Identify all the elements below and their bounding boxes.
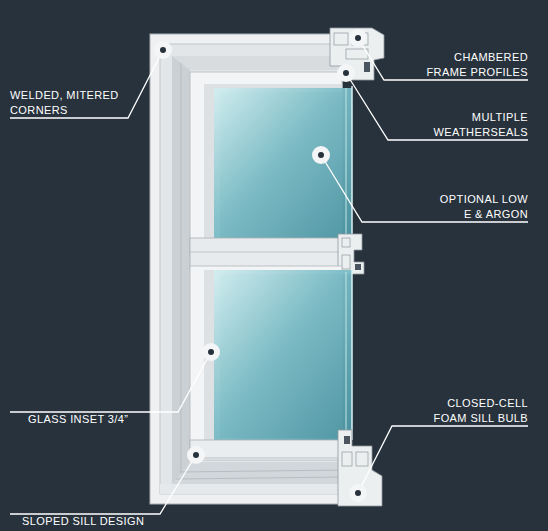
- profile-chamber: [342, 452, 352, 466]
- leader-line: [321, 155, 528, 222]
- leader-line: [10, 455, 196, 514]
- callout-marker: [154, 41, 172, 59]
- callout-marker: [187, 446, 205, 464]
- upper-glass-pane: [220, 92, 352, 240]
- sill-profile: [338, 430, 382, 506]
- leader-line: [10, 50, 163, 118]
- leader-line: [346, 73, 528, 140]
- glass-edge: [346, 88, 347, 242]
- weatherseal: [364, 62, 370, 72]
- callout-label: SLOPED SILL DESIGN: [22, 514, 182, 529]
- callout-marker: [349, 484, 367, 502]
- sill-face: [160, 484, 345, 494]
- weatherseal: [355, 264, 361, 270]
- callout-dot: [355, 35, 361, 41]
- bottom-rail: [190, 440, 350, 458]
- sill-line: [180, 470, 345, 472]
- callout-marker: [202, 343, 220, 361]
- lower-glass-pane: [220, 274, 352, 438]
- callout-dot: [343, 70, 349, 76]
- callout-label: CHAMBERED FRAME PROFILES: [422, 50, 528, 80]
- weatherseal: [344, 436, 350, 444]
- callout-dot: [193, 452, 199, 458]
- profile-chamber: [342, 238, 350, 247]
- profile-chamber: [346, 49, 368, 59]
- glass-edge: [351, 270, 353, 440]
- callout-label: CLOSED-CELL FOAM SILL BULB: [422, 396, 528, 426]
- rail-line: [190, 252, 350, 253]
- profile-chamber: [334, 33, 348, 45]
- callout-dot: [160, 47, 166, 53]
- callout-label: WELDED, MITERED CORNERS: [10, 88, 122, 118]
- callout-label: GLASS INSET 3/4”: [28, 412, 188, 427]
- glass-edge: [351, 86, 353, 242]
- callout-label: MULTIPLE WEATHERSEALS: [422, 110, 528, 140]
- leader-line: [358, 426, 528, 493]
- upper-glass: [214, 88, 352, 242]
- sill-line: [176, 477, 345, 479]
- leader-line: [358, 38, 528, 80]
- callout-marker: [312, 146, 330, 164]
- lower-glass: [214, 270, 352, 440]
- callout-dot: [355, 490, 361, 496]
- leader-line: [10, 352, 211, 412]
- profile-chamber: [342, 255, 350, 269]
- jamb-edge: [181, 63, 182, 476]
- callout-label: OPTIONAL LOW E & ARGON: [430, 192, 528, 222]
- side-jamb: [172, 56, 190, 484]
- meeting-rail: [190, 238, 350, 268]
- head-jamb: [172, 56, 342, 70]
- callout-dot: [208, 349, 214, 355]
- callout-marker: [337, 64, 355, 82]
- sloped-sill: [172, 462, 345, 484]
- callout-marker: [349, 29, 367, 47]
- profile-chamber: [356, 452, 368, 466]
- glass-edge: [346, 272, 347, 440]
- callout-dot: [318, 152, 324, 158]
